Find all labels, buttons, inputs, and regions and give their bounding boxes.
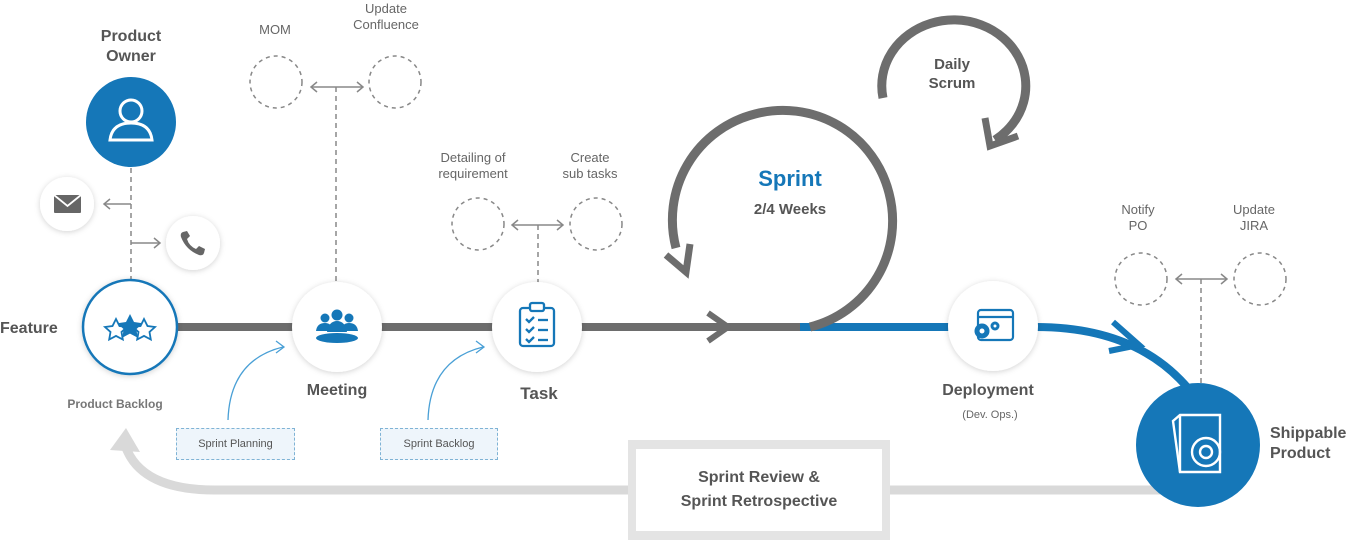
backlog-curve-arrow [475,340,486,354]
product-backlog-label: Product Backlog [67,397,163,411]
meeting-label: Meeting [306,382,368,399]
deployment-node [948,281,1038,371]
product-owner-node [86,77,176,167]
feature-label: Feature [0,320,58,337]
sprint-cycle [668,106,897,332]
phone-link-arrow [153,237,162,249]
confluence-label: Update Confluence [353,1,419,33]
detail-label: Detailing of requirement [438,150,508,182]
clipboard-icon [518,301,556,348]
shippable-label: Shippable Product [1270,425,1347,462]
sprint-cycle-arrow [663,243,694,279]
confluence-placeholder [368,55,422,109]
group-icon [316,309,358,343]
subtask-placeholder [569,197,623,251]
mail-icon [53,194,82,213]
detail-placeholder [451,197,505,251]
feedback-loop-line [120,443,1180,495]
feature-node [81,278,179,376]
planning-curve-arrow [275,340,286,354]
planning-curve [227,346,284,421]
daily-scrum-label: Daily Scrum [928,56,976,92]
product-box-icon [1171,413,1222,474]
shippable-product-node [1136,383,1260,507]
notify-link-arrow-right [1220,273,1229,285]
daily-scrum-cycle [877,15,1031,144]
sprint-planning-box: Sprint Planning [176,428,295,460]
sprint-duration: 2/4 Weeks [753,201,827,218]
mom-label: MOM [259,22,291,37]
ship-arrow-head [1108,319,1146,354]
stars-icon [102,314,158,342]
sprint-backlog-box: Sprint Backlog [380,428,498,460]
task-link-arrow-right [556,219,565,231]
phone-icon [180,231,205,256]
mail-link-arrow [102,198,111,210]
mom-link-arrow-right [356,81,365,93]
daily-scrum-arrow [981,117,1020,151]
sprint-review-line1: Sprint Review & [698,469,820,486]
gear-window-icon [974,308,1015,342]
notify-placeholder [1114,252,1168,306]
jira-placeholder [1233,252,1287,306]
sprint-title: Sprint [758,166,822,191]
deployment-sublabel: (Dev. Ops.) [962,409,1018,421]
sprint-review-box: Sprint Review & Sprint Retrospective [628,440,890,540]
product-owner-label: Product Owner [100,28,162,65]
task-link-arrow-left [510,219,519,231]
process-arrow-head [706,310,734,344]
jira-label: Update JIRA [1233,202,1275,234]
deployment-label: Deployment [942,382,1034,399]
user-icon [108,98,154,142]
notify-label: Notify PO [1121,202,1155,234]
ship-curve [1035,323,1196,396]
subtasks-label: Create sub tasks [562,150,618,182]
task-label: Task [520,384,558,403]
mom-placeholder [249,55,303,109]
mom-link-arrow-left [309,81,318,93]
sprint-review-line2: Sprint Retrospective [680,493,838,510]
backlog-curve [427,346,484,421]
phone-node [166,216,220,270]
meeting-node [292,282,382,372]
notify-link-arrow-left [1174,273,1183,285]
task-node [492,282,582,372]
mail-node [40,177,94,231]
feedback-arrow-head [110,428,140,452]
